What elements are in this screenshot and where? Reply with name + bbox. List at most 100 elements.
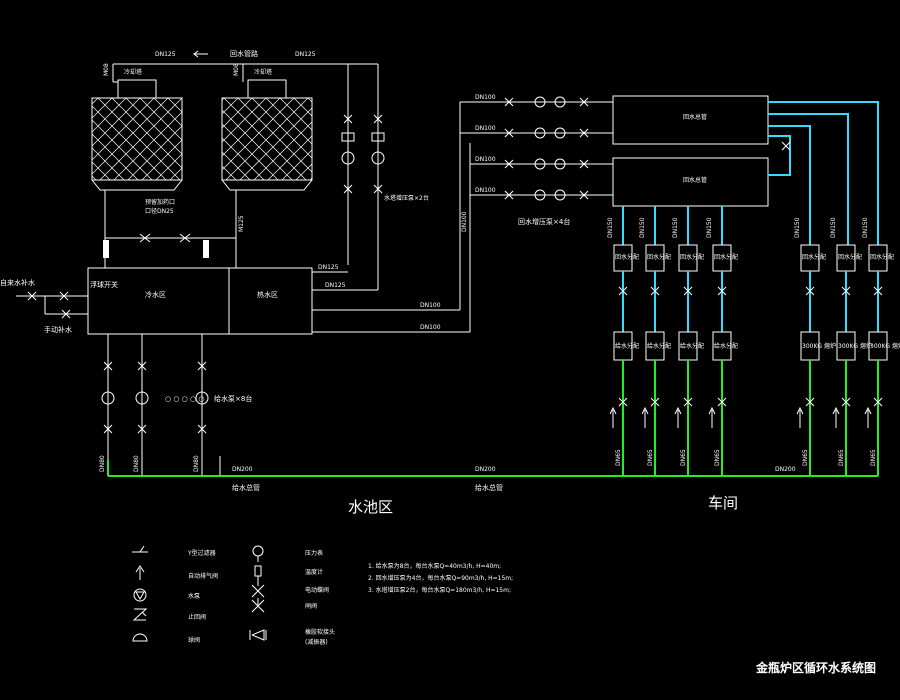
branch-box-top-label: 回水分配 — [802, 253, 826, 261]
branch-dn-top: DN150 — [607, 217, 614, 238]
pool-outlet-pipes — [312, 102, 471, 333]
pool-dn125-b: DN125 — [325, 282, 346, 289]
legend-text-10: 橡胶软接头 — [305, 628, 335, 636]
branch-box-top-label: 回水分配 — [870, 253, 894, 261]
branch-dn-top: DN150 — [639, 217, 646, 238]
flow-arrow-icon — [796, 406, 804, 428]
branch-dn-bottom: DN65 — [714, 449, 721, 466]
cold-zone-label: 冷水区 — [145, 290, 166, 299]
rb-dn-1: DN100 — [475, 94, 496, 101]
branch-dn-bottom: DN65 — [802, 449, 809, 466]
main-dn-right: DN200 — [775, 466, 796, 473]
legend-text-3: 水泵 — [188, 592, 200, 600]
return-dn-left: DN125 — [155, 51, 176, 58]
main-dn-left: DN200 — [232, 466, 253, 473]
branch-box-top-label: 回水分配 — [615, 253, 639, 261]
makeup-pipe — [16, 291, 88, 319]
return-collectors — [612, 95, 769, 207]
rb-dn-vertical: DN100 — [461, 211, 468, 232]
tower-booster-label: 水塔增压泵×2台 — [384, 194, 429, 202]
branch-box-top-label: 回水分配 — [647, 253, 671, 261]
branch-valve-icon — [618, 286, 628, 296]
diagram-title: 金瓶炉区循环水系统图 — [755, 660, 876, 675]
legend-text-6: 压力表 — [305, 549, 323, 557]
branch-dn-top: DN150 — [794, 217, 801, 238]
rb-dn-4: DN100 — [475, 187, 496, 194]
thermometer-icon — [254, 565, 262, 582]
legend-text-11: (减振器) — [305, 638, 328, 646]
hot-zone-label: 热水区 — [257, 290, 278, 299]
branch-box-mid-label: 给水分配 — [680, 342, 704, 350]
branch-box-mid-label: 给水分配 — [647, 342, 671, 350]
branch-valve-icon — [650, 286, 660, 296]
makeup-manual-label: 手动补水 — [44, 325, 72, 334]
flow-arrow-icon — [832, 406, 840, 428]
tower-outlet-pipe — [103, 190, 237, 268]
return-main-label: 回水管路 — [230, 49, 258, 58]
branch-box-mid-label: 300KG 熔炉 — [870, 342, 900, 350]
dome-icon — [132, 633, 148, 642]
rb-dn-3: DN100 — [475, 156, 496, 163]
branch-box-mid-label: 给水分配 — [615, 342, 639, 350]
cooling-tower-right — [221, 64, 313, 191]
electric-valve-icon — [251, 582, 265, 598]
branch-gate-valve-icon — [683, 397, 693, 407]
cyan-return-lines — [768, 101, 879, 245]
branch-dn-top: DN150 — [830, 217, 837, 238]
legend-text-5: 球阀 — [188, 636, 200, 644]
legend-text-4: 止回阀 — [188, 613, 206, 621]
return-dn-right: DN125 — [295, 51, 316, 58]
reserved-dosing: 预留加药口 — [145, 198, 175, 206]
collector-b-label: 回水总管 — [683, 176, 707, 184]
branch-box-top-label: 回水分配 — [714, 253, 738, 261]
supply-pump-label: 给水泵×8台 — [214, 394, 252, 403]
legend-text-7: 温度计 — [305, 568, 323, 576]
supply-main-pipe — [107, 460, 878, 477]
branch-dn-bottom: DN65 — [647, 449, 654, 466]
branch-dn-top: DN150 — [706, 217, 713, 238]
reserved-dn: 口径DN25 — [145, 207, 174, 215]
pool-area-label: 水池区 — [348, 498, 393, 516]
valve-dn: M125 — [238, 215, 245, 232]
pool-dn100-b: DN100 — [420, 324, 441, 331]
return-booster-lines — [460, 96, 613, 201]
main-label-right: 给水总管 — [475, 483, 503, 492]
supply-pumps — [101, 334, 221, 476]
y-strainer-icon — [132, 545, 148, 553]
pump-dots: ○ ○ ○ ○ ○ — [165, 395, 204, 403]
workshop-area-label: 车间 — [708, 494, 738, 512]
main-label-left: 给水总管 — [232, 483, 260, 492]
float-switch-label: 浮球开关 — [90, 280, 118, 289]
main-dn-mid: DN200 — [475, 466, 496, 473]
pump-icon — [133, 588, 147, 602]
branch-gate-valve-icon — [805, 397, 815, 407]
branch-dn-bottom: DN65 — [615, 449, 622, 466]
legend-text-9: 闸阀 — [305, 602, 317, 610]
pool-dn125-a: DN125 — [318, 264, 339, 271]
gate-valve-icon — [251, 598, 265, 613]
legend-text-8: 电动蝶阀 — [305, 586, 329, 594]
branch-box-mid-label: 300KG 熔炉 — [802, 342, 836, 350]
branch-dn-bottom: DN65 — [838, 449, 845, 466]
branch-valve-icon — [873, 286, 883, 296]
flex-joint-icon — [249, 629, 267, 641]
pump-dn-3: DN80 — [193, 455, 200, 472]
branch-valve-icon — [717, 286, 727, 296]
branch-gate-valve-icon — [650, 397, 660, 407]
note-2: 2. 回水增压泵为4台，每台水泵Q=90m3/h, H=15m; — [368, 574, 513, 582]
cooling-tower-left — [91, 64, 183, 191]
collector-a-label: 回水总管 — [683, 113, 707, 121]
legend-text-2: 自动排气阀 — [188, 572, 218, 580]
tower-right-dn: M08 — [233, 63, 240, 76]
note-1: 1. 给水泵为8台，每台水泵Q=40m3/h, H=40m; — [368, 562, 501, 570]
makeup-auto-label: 自来水补水 — [0, 278, 35, 287]
branch-gate-valve-icon — [873, 397, 883, 407]
branch-dn-bottom: DN65 — [870, 449, 877, 466]
branch-box-mid-label: 给水分配 — [714, 342, 738, 350]
branch-gate-valve-icon — [618, 397, 628, 407]
pool-dn100-a: DN100 — [420, 302, 441, 309]
water-pool — [87, 267, 313, 335]
flow-arrow-icon — [864, 406, 872, 428]
branch-valve-icon — [841, 286, 851, 296]
